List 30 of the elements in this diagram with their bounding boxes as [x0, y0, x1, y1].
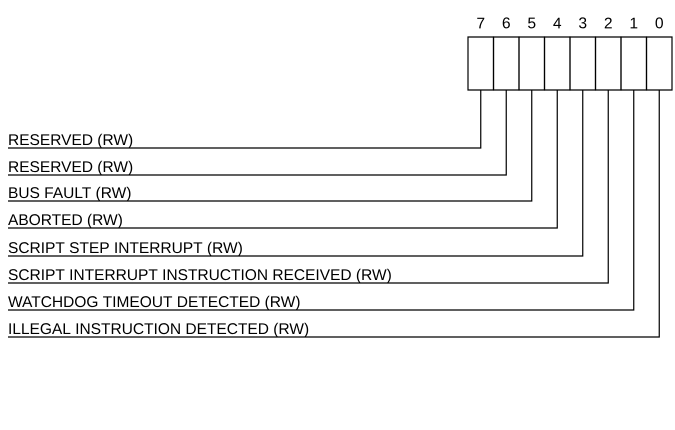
field-label: SCRIPT INTERRUPT INSTRUCTION RECEIVED (RW): [8, 268, 391, 284]
node-label: 1: [630, 18, 638, 28]
leader-line: [8, 90, 558, 229]
leader-line: [8, 90, 584, 257]
bit-cell: 5: [518, 18, 546, 91]
node-label: 5: [528, 18, 536, 28]
node-label: 6: [502, 17, 510, 28]
field-label: RESERVED (RW): [9, 160, 132, 176]
field-label: BUS FAULT (RW): [9, 186, 130, 202]
leader-line: [8, 90, 609, 284]
bit-cell: 1: [620, 18, 648, 91]
bit-cell: 2: [594, 18, 622, 91]
bit-cell: 7: [467, 18, 494, 91]
field-label: RESERVED (RW): [9, 134, 132, 148]
bit-cell: 4: [544, 18, 571, 91]
bit-cell: 3: [569, 17, 596, 91]
field-label: ILLEGAL INSTRUCTION DETECTED (RW): [9, 322, 308, 338]
bit-cell: 0: [646, 17, 673, 91]
leader-line: [8, 90, 532, 202]
field-label: WATCHDOG TIMEOUT DETECTED (RW): [8, 296, 300, 310]
node-label: 3: [579, 17, 586, 28]
field-label: ABORTED (RW): [8, 214, 122, 228]
node-label: 7: [477, 18, 484, 28]
node-label: 2: [604, 18, 612, 28]
field-label: SCRIPT STEP INTERRUPT (RW): [8, 242, 242, 256]
leader-line: [8, 90, 507, 176]
bit-cell: 6: [492, 17, 520, 91]
leader-line: [8, 90, 482, 149]
node-label: 0: [656, 17, 663, 28]
node-label: 4: [553, 18, 562, 28]
